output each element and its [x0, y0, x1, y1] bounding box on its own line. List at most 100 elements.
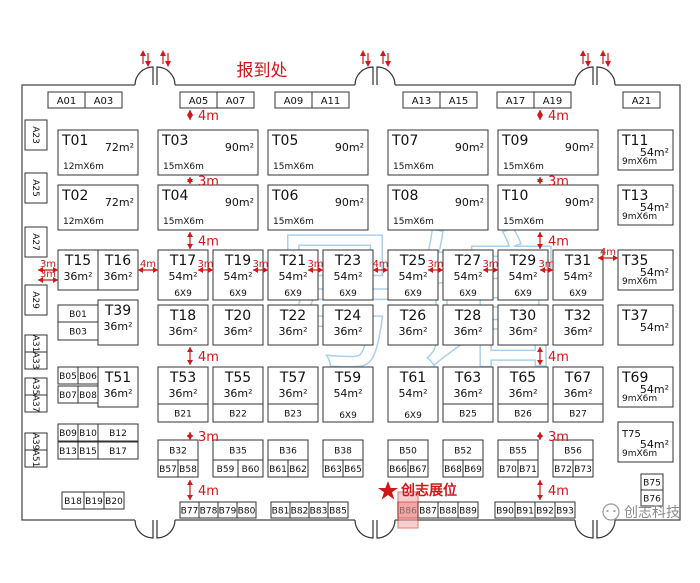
booth-b72[interactable]: B72	[552, 459, 574, 478]
booth-b05[interactable]: B05	[57, 366, 79, 385]
booth-a51[interactable]: A51	[24, 449, 48, 468]
booth-a17[interactable]: A17	[496, 91, 535, 109]
booth-b17[interactable]: B17	[97, 441, 139, 460]
booth-b32[interactable]: B32	[157, 439, 199, 461]
booth-b68[interactable]: B68	[442, 459, 464, 478]
booth-b80[interactable]: B80	[236, 501, 257, 519]
booth-b83[interactable]: B83	[308, 501, 329, 519]
booth-a13[interactable]: A13	[402, 91, 441, 109]
booth-b52[interactable]: B52	[442, 439, 484, 461]
booth-b90[interactable]: B90	[494, 501, 516, 519]
booth-a11[interactable]: A11	[311, 91, 350, 109]
booth-b79[interactable]: B79	[217, 501, 238, 519]
booth-b08[interactable]: B08	[77, 385, 99, 404]
booth-b58[interactable]: B58	[177, 459, 199, 478]
booth-b12[interactable]: B12	[97, 423, 139, 442]
booth-b63[interactable]: B63	[322, 459, 344, 478]
booth-a09[interactable]: A09	[274, 91, 313, 109]
booth-b25[interactable]: B25	[442, 403, 494, 423]
booth-b57[interactable]: B57	[157, 459, 179, 478]
booth-a23[interactable]: A23	[24, 119, 48, 151]
booth-b10[interactable]: B10	[77, 423, 99, 442]
booth-b82[interactable]: B82	[289, 501, 310, 519]
booth-b88[interactable]: B88	[437, 501, 459, 519]
booth-b03[interactable]: B03	[57, 321, 99, 341]
booth-b66[interactable]: B66	[387, 459, 409, 478]
booth-b50[interactable]: B50	[387, 439, 429, 461]
booth-b71[interactable]: B71	[517, 459, 539, 478]
booth-b81[interactable]: B81	[270, 501, 291, 519]
booth-b27[interactable]: B27	[552, 403, 604, 423]
booth-b93[interactable]: B93	[554, 501, 576, 519]
booth-b06[interactable]: B06	[77, 366, 99, 385]
booth-b78[interactable]: B78	[198, 501, 219, 519]
booth-b38[interactable]: B38	[322, 439, 364, 461]
booth-b55[interactable]: B55	[497, 439, 539, 461]
booth-b15[interactable]: B15	[77, 441, 99, 460]
booth-a33[interactable]: A33	[24, 351, 48, 370]
booth-b85[interactable]: B85	[327, 501, 349, 519]
booth-a01[interactable]: A01	[47, 91, 86, 109]
booth-a35[interactable]: A35	[24, 377, 48, 396]
booth-b91[interactable]: B91	[514, 501, 536, 519]
booth-b65[interactable]: B65	[342, 459, 364, 478]
booth-b36[interactable]: B36	[267, 439, 309, 461]
booth-b92[interactable]: B92	[534, 501, 556, 519]
booth-a07[interactable]: A07	[216, 91, 255, 109]
booth-b67[interactable]: B67	[407, 459, 429, 478]
booth-b19[interactable]: B19	[83, 491, 105, 510]
booth-b22[interactable]: B22	[212, 403, 264, 423]
booth-a25[interactable]: A25	[24, 172, 48, 204]
booth-b26[interactable]: B26	[497, 403, 549, 423]
booth-a03[interactable]: A03	[84, 91, 123, 109]
booth-b07[interactable]: B07	[57, 385, 79, 404]
booth-a39[interactable]: A39	[24, 432, 48, 451]
booth-a05[interactable]: A05	[179, 91, 218, 109]
booth-b77[interactable]: B77	[179, 501, 200, 519]
booth-b09[interactable]: B09	[57, 423, 79, 442]
booth-b13[interactable]: B13	[57, 441, 79, 460]
booth-a27[interactable]: A27	[24, 226, 48, 258]
booth-a21[interactable]: A21	[622, 91, 661, 109]
booth-a31[interactable]: A31	[24, 334, 48, 353]
booth-b61[interactable]: B61	[267, 459, 289, 478]
booth-b60[interactable]: B60	[237, 459, 264, 478]
booth-b69[interactable]: B69	[462, 459, 484, 478]
booth-a37[interactable]: A37	[24, 394, 48, 413]
booth-b62[interactable]: B62	[287, 459, 309, 478]
booth-a19[interactable]: A19	[533, 91, 572, 109]
booth-b75[interactable]: B75	[640, 473, 664, 491]
